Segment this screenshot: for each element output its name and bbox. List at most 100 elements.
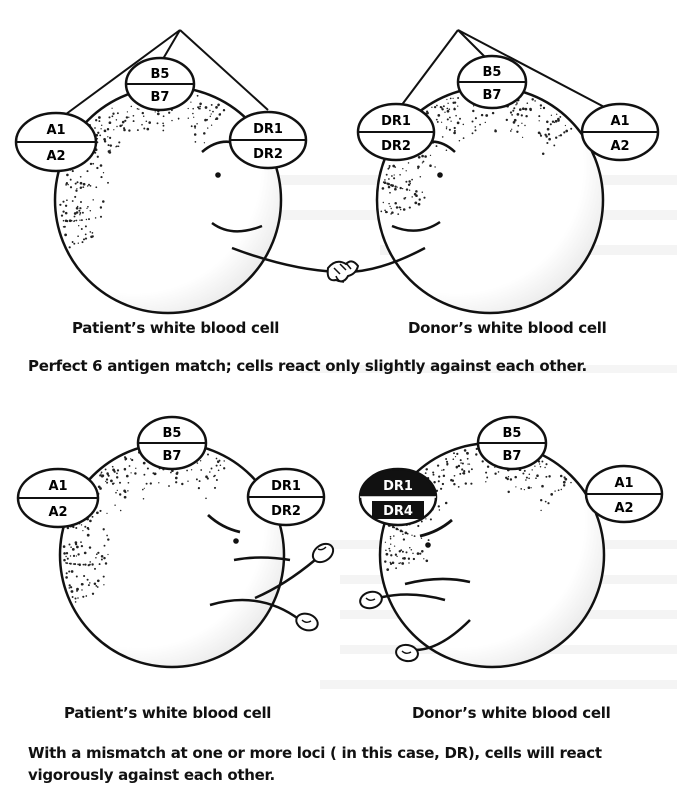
stipple-dot [551, 115, 552, 116]
stipple-dot [386, 553, 389, 556]
stipple-dot [146, 128, 149, 131]
patient-cell-label-2: Patient’s white blood cell [64, 704, 271, 722]
stipple-dot [511, 129, 512, 130]
stipple-dot [218, 469, 220, 471]
stipple-dot [390, 538, 392, 540]
stipple-dot [421, 521, 423, 523]
stipple-dot [83, 183, 86, 186]
stipple-dot [458, 486, 460, 488]
stipple-dot [204, 119, 207, 122]
stipple-dot [542, 153, 545, 156]
stipple-dot [461, 468, 463, 470]
stipple-dot [455, 456, 456, 457]
stipple-dot [75, 601, 77, 603]
stipple-dot [207, 127, 208, 128]
stipple-dot [101, 555, 104, 558]
stipple-dot [415, 190, 418, 193]
stipple-dot [111, 108, 112, 109]
stipple-dot [195, 141, 197, 143]
stipple-dot [457, 105, 458, 106]
stipple-dot [543, 107, 545, 109]
stipple-dot [127, 111, 128, 112]
stipple-dot [106, 478, 108, 480]
stipple-dot [465, 482, 467, 484]
stipple-dot [65, 184, 67, 186]
antigen-b-donor-1: B5 B7 [458, 56, 526, 108]
stipple-dot [458, 465, 460, 467]
stipple-dot [406, 551, 408, 553]
stipple-dot [549, 475, 550, 476]
stipple-dot [144, 488, 145, 489]
stipple-dot [412, 553, 413, 554]
stipple-dot [178, 118, 180, 120]
stipple-dot [192, 108, 194, 110]
stipple-dot [397, 213, 399, 215]
stipple-dot [85, 225, 87, 227]
stipple-dot [494, 473, 496, 475]
stipple-dot [65, 205, 67, 207]
stipple-dot [100, 128, 101, 129]
stipple-dot [516, 102, 517, 103]
antigen-label: A1 [48, 479, 67, 494]
stipple-dot [94, 568, 96, 570]
stipple-dot [459, 473, 461, 475]
stipple-dot [99, 510, 101, 512]
stipple-dot [170, 472, 172, 474]
stipple-dot [223, 109, 225, 111]
stipple-dot [68, 570, 70, 572]
stipple-dot [80, 182, 83, 185]
antigen-label: DR2 [271, 504, 301, 519]
stipple-dot [459, 118, 461, 120]
stipple-dot [449, 129, 451, 131]
antigen-dr-donor-1: DR1 DR2 [358, 104, 434, 160]
stipple-dot [92, 232, 94, 234]
stipple-dot [168, 112, 170, 114]
stipple-dot [507, 491, 509, 493]
stipple-dot [82, 530, 83, 531]
stipple-dot [444, 112, 445, 113]
stipple-dot [482, 460, 484, 462]
stipple-dot [565, 130, 568, 133]
stipple-dot [510, 130, 512, 132]
stipple-dot [550, 123, 552, 125]
donor-cell-label-1: Donor’s white blood cell [408, 319, 606, 337]
stipple-dot [409, 207, 411, 209]
stipple-dot [525, 115, 527, 117]
stipple-dot [192, 113, 194, 115]
stipple-dot [386, 568, 389, 571]
stipple-dot [441, 107, 443, 109]
stipple-dot [409, 547, 410, 548]
stipple-dot [199, 480, 201, 482]
antigen-label: A2 [610, 139, 629, 154]
stipple-dot [216, 479, 218, 481]
stipple-dot [128, 129, 130, 131]
stipple-dot [492, 112, 494, 114]
stipple-dot [522, 107, 525, 110]
stipple-dot [446, 149, 448, 151]
stipple-dot [101, 559, 103, 561]
stipple-dot [204, 142, 205, 143]
stipple-dot [516, 131, 518, 133]
stipple-dot [414, 535, 416, 537]
stipple-dot [130, 472, 131, 473]
stipple-dot [175, 477, 178, 480]
stipple-dot [94, 582, 97, 585]
stipple-dot [552, 121, 554, 123]
stipple-dot [123, 129, 126, 132]
stipple-dot [460, 459, 462, 461]
stipple-dot [123, 490, 126, 493]
stipple-dot [406, 188, 408, 190]
stipple-dot [506, 478, 508, 480]
stipple-dot [196, 123, 198, 125]
stipple-dot [223, 467, 225, 469]
stipple-dot [449, 108, 451, 110]
stipple-dot [541, 485, 544, 488]
stipple-dot [524, 489, 525, 490]
stipple-dot [188, 117, 189, 118]
stipple-dot [408, 162, 410, 164]
stipple-dot [95, 557, 97, 559]
stipple-dot [74, 216, 76, 218]
stipple-dot [453, 98, 454, 99]
